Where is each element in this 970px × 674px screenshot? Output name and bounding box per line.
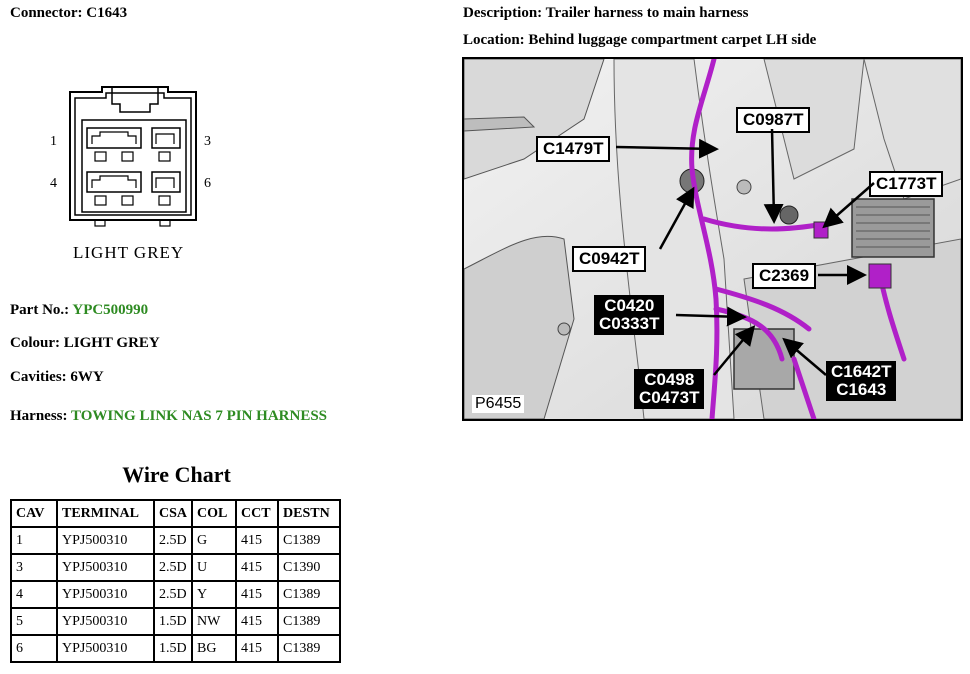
callout-c1643: C1643 xyxy=(836,380,887,399)
cell-terminal: YPJ500310 xyxy=(56,607,155,636)
cell-csa: 2.5D xyxy=(152,553,194,582)
connector-label: Connector: xyxy=(10,5,83,21)
wire-chart-title: Wire Chart xyxy=(122,462,231,487)
cell-csa: 1.5D xyxy=(152,607,194,636)
cell-terminal: YPJ500310 xyxy=(56,634,155,663)
description-label: Description: xyxy=(463,5,543,21)
part-number-field: Part No.: YPC500990 xyxy=(10,302,148,319)
cell-destn: C1389 xyxy=(277,526,342,555)
cell-cav: 3 xyxy=(10,553,58,582)
colour-field: Colour: LIGHT GREY xyxy=(10,335,160,352)
colour-label: Colour: xyxy=(10,335,60,351)
cell-destn: C1389 xyxy=(277,607,342,636)
pin-label-4: 4 xyxy=(50,176,57,191)
callout-c0942t: C0942T xyxy=(572,246,647,272)
cell-terminal: YPJ500310 xyxy=(56,580,155,609)
cell-terminal: YPJ500310 xyxy=(56,526,155,555)
cell-cct: 415 xyxy=(235,526,280,555)
part-number-value: YPC500990 xyxy=(72,302,149,318)
cell-destn: C1389 xyxy=(277,634,342,663)
header-col: COL xyxy=(191,499,238,528)
table-row: 6 YPJ500310 1.5D BG 415 C1389 xyxy=(10,634,342,663)
photo-id: P6455 xyxy=(472,395,525,413)
header-terminal: TERMINAL xyxy=(56,499,155,528)
callout-c0420-c0333t: C0420 C0333T xyxy=(594,295,665,335)
callout-c0333t: C0333T xyxy=(599,314,660,333)
part-number-label: Part No.: xyxy=(10,302,70,318)
table-row: 3 YPJ500310 2.5D U 415 C1390 xyxy=(10,553,342,582)
pin-label-1: 1 xyxy=(50,134,57,149)
cell-cct: 415 xyxy=(235,553,280,582)
connector-field: Connector: C1643 xyxy=(10,5,127,22)
harness-value: TOWING LINK NAS 7 PIN HARNESS xyxy=(70,408,328,424)
callout-c1642t-c1643: C1642T C1643 xyxy=(826,361,897,401)
cell-cct: 415 xyxy=(235,634,280,663)
cell-col: NW xyxy=(191,607,238,636)
callout-c0473t: C0473T xyxy=(639,388,700,407)
callout-c1479t: C1479T xyxy=(536,136,611,162)
table-row: 4 YPJ500310 2.5D Y 415 C1389 xyxy=(10,580,342,609)
location-label: Location: xyxy=(463,32,525,48)
cell-destn: C1389 xyxy=(277,580,342,609)
cell-terminal: YPJ500310 xyxy=(56,553,155,582)
cell-col: G xyxy=(191,526,238,555)
cavities-label: Cavities: xyxy=(10,369,67,385)
table-header-row: CAV TERMINAL CSA COL CCT DESTN xyxy=(10,499,342,528)
cell-cct: 415 xyxy=(235,607,280,636)
cell-destn: C1390 xyxy=(277,553,342,582)
header-csa: CSA xyxy=(152,499,194,528)
callout-c0498: C0498 xyxy=(644,370,695,389)
location-value: Behind luggage compartment carpet LH sid… xyxy=(528,32,817,48)
cell-col: BG xyxy=(191,634,238,663)
cell-cav: 1 xyxy=(10,526,58,555)
header-cct: CCT xyxy=(235,499,280,528)
colour-value: LIGHT GREY xyxy=(63,335,160,351)
callout-arrows xyxy=(615,128,875,376)
connector-pin-diagram: 1 3 4 6 LIGHT GREY xyxy=(40,80,230,270)
description-field: Description: Trailer harness to main har… xyxy=(463,5,748,22)
header-destn: DESTN xyxy=(277,499,342,528)
harness-label: Harness: xyxy=(10,408,68,424)
callout-c2369: C2369 xyxy=(752,263,817,289)
callout-c1773t: C1773T xyxy=(869,171,944,197)
cell-csa: 2.5D xyxy=(152,580,194,609)
wire-chart-table: CAV TERMINAL CSA COL CCT DESTN 1 YPJ5003… xyxy=(10,499,342,663)
cell-cct: 415 xyxy=(235,580,280,609)
cell-csa: 2.5D xyxy=(152,526,194,555)
cavities-value: 6WY xyxy=(70,369,104,385)
callout-c0498-c0473t: C0498 C0473T xyxy=(634,369,705,409)
header-cav: CAV xyxy=(10,499,58,528)
cavities-field: Cavities: 6WY xyxy=(10,369,104,386)
location-field: Location: Behind luggage compartment car… xyxy=(463,32,816,49)
cell-cav: 5 xyxy=(10,607,58,636)
pin-label-6: 6 xyxy=(204,176,211,191)
table-row: 5 YPJ500310 1.5D NW 415 C1389 xyxy=(10,607,342,636)
cell-csa: 1.5D xyxy=(152,634,194,663)
cell-col: Y xyxy=(191,580,238,609)
table-row: 1 YPJ500310 2.5D G 415 C1389 xyxy=(10,526,342,555)
connector-value: C1643 xyxy=(86,5,128,21)
cell-cav: 4 xyxy=(10,580,58,609)
callout-c0420: C0420 xyxy=(604,296,655,315)
cell-cav: 6 xyxy=(10,634,58,663)
harness-field: Harness: TOWING LINK NAS 7 PIN HARNESS xyxy=(10,408,327,425)
callout-c1642t: C1642T xyxy=(831,362,892,381)
location-photo: C1479T C0987T C1773T C0942T C2369 C0420 … xyxy=(462,57,963,421)
cell-col: U xyxy=(191,553,238,582)
description-value: Trailer harness to main harness xyxy=(545,5,749,21)
pin-diagram-caption: LIGHT GREY xyxy=(73,243,184,262)
pin-label-3: 3 xyxy=(204,134,211,149)
